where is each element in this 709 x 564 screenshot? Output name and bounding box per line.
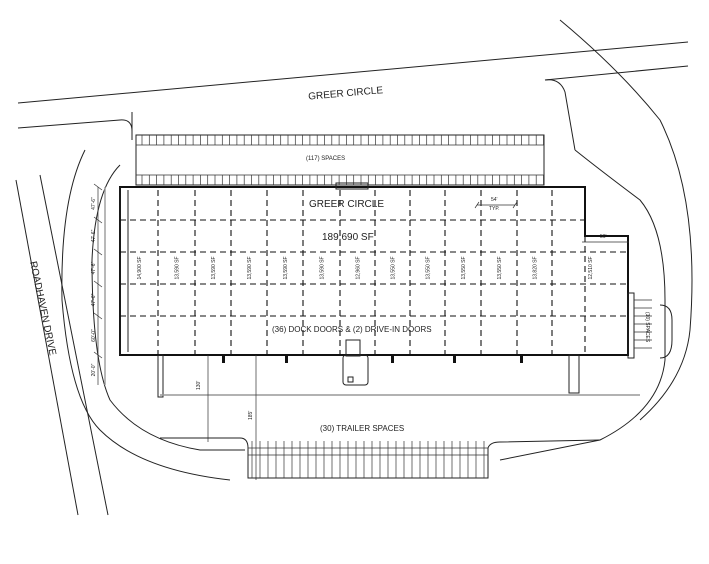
depth-dim-label: 47'-6" xyxy=(91,229,97,242)
right-parking-label: (10) SPACES xyxy=(644,312,650,343)
suite-area-label: 12,510 SF xyxy=(588,256,594,279)
right-parking xyxy=(627,292,673,359)
top-parking xyxy=(135,134,545,186)
dock-door xyxy=(285,355,288,363)
road-label-roadhaven-drive: ROADHAVEN DRIVE xyxy=(27,260,58,356)
trailer-parking-label: (30) TRAILER SPACES xyxy=(320,424,404,433)
dim-tick xyxy=(93,351,103,359)
greer-circle-road xyxy=(17,19,693,481)
bay-width-note: TYP. xyxy=(489,206,499,212)
dim-tick xyxy=(93,183,103,191)
suite-area-label: 13,550 SF xyxy=(461,256,467,279)
dim-tick xyxy=(93,312,103,320)
dim-tick xyxy=(93,248,103,256)
dim-tick xyxy=(93,216,103,224)
depth-dim-label: 47'-6" xyxy=(91,197,97,210)
suite-area-label: 14,900 SF xyxy=(137,256,143,279)
doors-label: (36) DOCK DOORS & (2) DRIVE-IN DOORS xyxy=(272,325,432,334)
column-grid xyxy=(120,190,628,355)
roadhaven-drive-road xyxy=(15,174,109,516)
road-label-greer-circle: GREER CIRCLE xyxy=(308,85,384,103)
building xyxy=(119,182,629,398)
depth-dimensions: 47'-6" 47'-6" 47'-6" 47'-6" 60'-0" 20'-0" xyxy=(91,183,106,385)
bay-width-dim: 54' xyxy=(491,197,498,203)
truck-court-dim-185: 185' xyxy=(248,411,254,420)
depth-dim-label: 47'-6" xyxy=(91,293,97,306)
depth-dim-label: 47'-6" xyxy=(91,261,97,274)
depth-dim-label: 60'-0" xyxy=(91,329,97,342)
building-area: 189,690 SF xyxy=(322,232,374,243)
suite-area-label: 13,550 SF xyxy=(426,256,432,279)
dim-tick xyxy=(93,280,103,288)
suite-area-label: 12,960 SF xyxy=(356,256,362,279)
suite-labels: 14,900 SF 13,590 SF 13,590 SF 13,590 SF 13,5… xyxy=(137,256,594,279)
dock-door xyxy=(453,355,456,363)
truck-court-dim-130: 130' xyxy=(196,381,202,390)
suite-area-label: 13,590 SF xyxy=(320,256,326,279)
suite-area-label: 13,590 SF xyxy=(283,256,289,279)
trailer-parking xyxy=(160,437,601,479)
top-parking-label: (117) SPACES xyxy=(306,156,345,162)
suite-area-label: 13,590 SF xyxy=(247,256,253,279)
building-name: GREER CIRCLE xyxy=(309,199,384,210)
dock-door xyxy=(222,355,225,363)
depth-dim-label: 20'-0" xyxy=(91,363,97,376)
suite-area-label: 13,590 SF xyxy=(211,256,217,279)
dock-door xyxy=(520,355,523,363)
suite-area-label: 13,550 SF xyxy=(497,256,503,279)
suite-area-label: 13,820 SF xyxy=(533,256,539,279)
suite-area-label: 13,590 SF xyxy=(175,256,181,279)
dock-door xyxy=(391,355,394,363)
suite-area-label: 13,550 SF xyxy=(391,256,397,279)
end-bay-width-dim: 56' xyxy=(600,234,607,240)
